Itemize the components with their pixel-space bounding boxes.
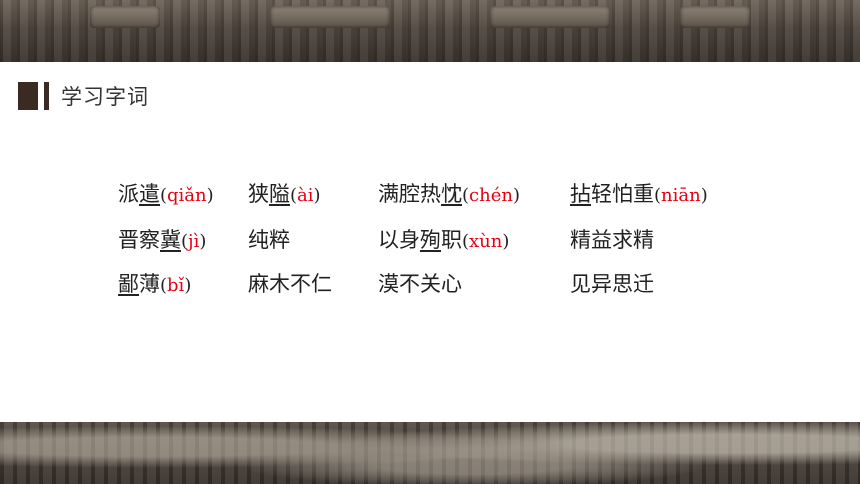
pinyin: ài <box>297 185 314 206</box>
title-marker-block <box>18 82 38 110</box>
word-text: 薄 <box>139 272 160 296</box>
word-underlined-char: 隘 <box>269 182 290 206</box>
header-photo-band <box>0 0 860 62</box>
vocab-word: 晋察冀(jì) <box>118 228 207 252</box>
word-text: 以身 <box>378 228 420 252</box>
pinyin: qiǎn <box>167 185 207 206</box>
vocab-word: 漠不关心 <box>378 268 462 298</box>
vocab-word: 纯粹 <box>248 224 290 254</box>
vocab-word: 派遣(qiǎn) <box>118 182 214 206</box>
photo-sign <box>270 6 390 28</box>
pinyin: niān <box>661 185 701 206</box>
vocab-word: 精益求精 <box>570 224 654 254</box>
word-text: 见异思迁 <box>570 272 654 296</box>
photo-sign <box>680 6 750 28</box>
pinyin: bǐ <box>167 275 185 296</box>
pinyin: jì <box>188 231 200 252</box>
section-header: 学习字词 <box>18 82 149 110</box>
word-text: 职 <box>441 228 462 252</box>
photo-sign <box>490 6 610 28</box>
word-text: 派 <box>118 182 139 206</box>
pinyin: xùn <box>469 231 503 252</box>
word-underlined-char: 鄙 <box>118 272 139 296</box>
photo-sign <box>90 6 160 28</box>
title-marker-bar <box>44 82 49 110</box>
word-text: 漠不关心 <box>378 272 462 296</box>
vocab-word: 拈轻怕重(niān) <box>570 182 708 206</box>
word-text: 轻怕重 <box>591 182 654 206</box>
word-text: 纯粹 <box>248 228 290 252</box>
word-underlined-char: 忱 <box>441 182 462 206</box>
vocab-word: 满腔热忱(chén) <box>378 182 520 206</box>
vocab-word: 狭隘(ài) <box>248 182 321 206</box>
word-underlined-char: 拈 <box>570 182 591 206</box>
word-underlined-char: 遣 <box>139 182 160 206</box>
word-text: 满腔热 <box>378 182 441 206</box>
pinyin: chén <box>469 185 513 206</box>
word-text: 狭 <box>248 182 269 206</box>
vocab-word: 麻木不仁 <box>248 268 332 298</box>
word-text: 精益求精 <box>570 228 654 252</box>
word-text: 晋察 <box>118 228 160 252</box>
vocab-word: 以身殉职(xùn) <box>378 228 510 252</box>
word-underlined-char: 殉 <box>420 228 441 252</box>
section-title: 学习字词 <box>61 85 149 109</box>
word-text: 麻木不仁 <box>248 272 332 296</box>
vocab-word: 见异思迁 <box>570 268 654 298</box>
vocab-word: 鄙薄(bǐ) <box>118 272 192 296</box>
word-underlined-char: 冀 <box>160 228 181 252</box>
footer-photo-band <box>0 422 860 484</box>
